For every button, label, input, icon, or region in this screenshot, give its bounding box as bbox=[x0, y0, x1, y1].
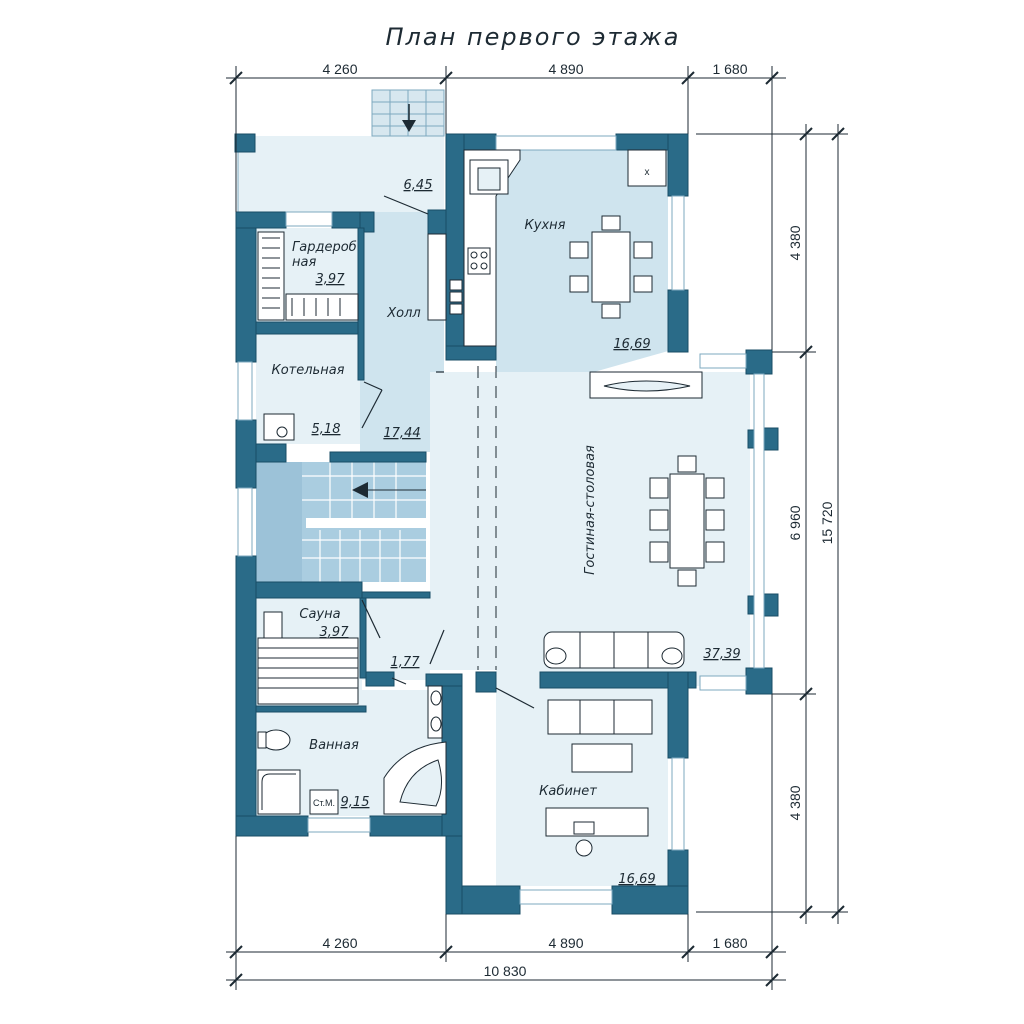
kitchen-floor bbox=[496, 150, 686, 372]
kitchen-counters: x bbox=[449, 149, 667, 347]
hall-area: 17,44 bbox=[383, 426, 420, 441]
dim-bottom-3: 1 680 bbox=[712, 935, 747, 951]
shower-cabin bbox=[257, 769, 301, 815]
bath-door bbox=[391, 677, 407, 685]
office-furniture bbox=[545, 699, 653, 857]
office-name: Кабинет bbox=[539, 784, 597, 799]
boiler-name: Котельная bbox=[271, 363, 344, 378]
stair-landing-wall bbox=[306, 518, 426, 528]
porch-floor bbox=[238, 136, 444, 212]
stair-arrow-icon bbox=[352, 482, 368, 498]
bathroom-area: 9,15 bbox=[341, 795, 370, 810]
vestibule-area: 6,45 bbox=[404, 178, 433, 193]
sauna-door bbox=[361, 599, 381, 639]
dim-total-width: 10 830 bbox=[484, 963, 527, 979]
wardrobe-shelves bbox=[257, 231, 359, 321]
office-door bbox=[495, 687, 535, 709]
room-labels: 6,45 Гардероб ная 3,97 Холл 17,44 Котель… bbox=[271, 178, 740, 887]
hall-name: Холл bbox=[386, 306, 420, 321]
plan-title: План первого этажа bbox=[385, 23, 680, 51]
dimension-lines bbox=[226, 66, 848, 990]
entrance-arrow-icon bbox=[402, 120, 416, 132]
kitchen-corner-mark: x bbox=[645, 167, 650, 178]
washer-label: Ст.М. bbox=[313, 798, 335, 808]
living-name: Гостиная-столовая bbox=[583, 445, 598, 575]
sink-icon bbox=[477, 167, 501, 191]
sauna-bench bbox=[257, 611, 359, 705]
windows bbox=[237, 135, 765, 905]
hall-entry-door bbox=[383, 195, 429, 215]
living-sofa bbox=[543, 631, 685, 669]
bathroom-fixtures: Ст.М. bbox=[257, 685, 447, 815]
kitchen-area: 16,69 bbox=[613, 337, 650, 352]
dim-top-1: 4 260 bbox=[322, 61, 357, 77]
stair-flight-left bbox=[256, 462, 302, 582]
sauna-name: Сауна bbox=[299, 607, 340, 622]
corridor-floor bbox=[362, 598, 430, 680]
dashed-lines bbox=[477, 366, 497, 670]
dim-right-1: 4 380 bbox=[787, 225, 803, 260]
living-floor bbox=[430, 372, 750, 686]
living-area: 37,39 bbox=[703, 647, 740, 662]
washer-box bbox=[309, 789, 339, 815]
dining-table bbox=[649, 455, 725, 587]
dim-top-3: 1 680 bbox=[712, 61, 747, 77]
kitchen-name: Кухня bbox=[525, 218, 566, 233]
wardrobe-name-1: Гардероб bbox=[292, 240, 357, 255]
office-area: 16,69 bbox=[618, 872, 655, 887]
boiler-equipment bbox=[263, 413, 295, 441]
hall-cabinet bbox=[427, 233, 447, 321]
corridor-area: 1,77 bbox=[391, 655, 421, 670]
doors bbox=[361, 195, 535, 709]
fireplace bbox=[589, 371, 703, 399]
dim-right-2: 6 960 bbox=[787, 505, 803, 540]
dim-top-2: 4 890 bbox=[548, 61, 583, 77]
dim-bottom-2: 4 890 bbox=[548, 935, 583, 951]
bathroom-name: Ванная bbox=[309, 738, 359, 753]
sauna-area: 3,97 bbox=[320, 625, 350, 640]
kitchen-table bbox=[569, 215, 653, 319]
dim-right-3: 4 380 bbox=[787, 785, 803, 820]
wardrobe-area: 3,97 bbox=[316, 272, 346, 287]
wardrobe-name-2: ная bbox=[292, 255, 316, 270]
dim-bottom-1: 4 260 bbox=[322, 935, 357, 951]
dim-total-height: 15 720 bbox=[819, 501, 835, 544]
boiler-door bbox=[363, 381, 383, 391]
corridor-door bbox=[429, 629, 445, 665]
walls bbox=[234, 133, 779, 915]
boiler-area: 5,18 bbox=[312, 422, 341, 437]
dimension-labels: 4 260 4 890 1 680 4 260 4 890 1 680 10 8… bbox=[322, 61, 835, 979]
porch-steps bbox=[371, 89, 445, 137]
stair-treads bbox=[302, 462, 426, 582]
